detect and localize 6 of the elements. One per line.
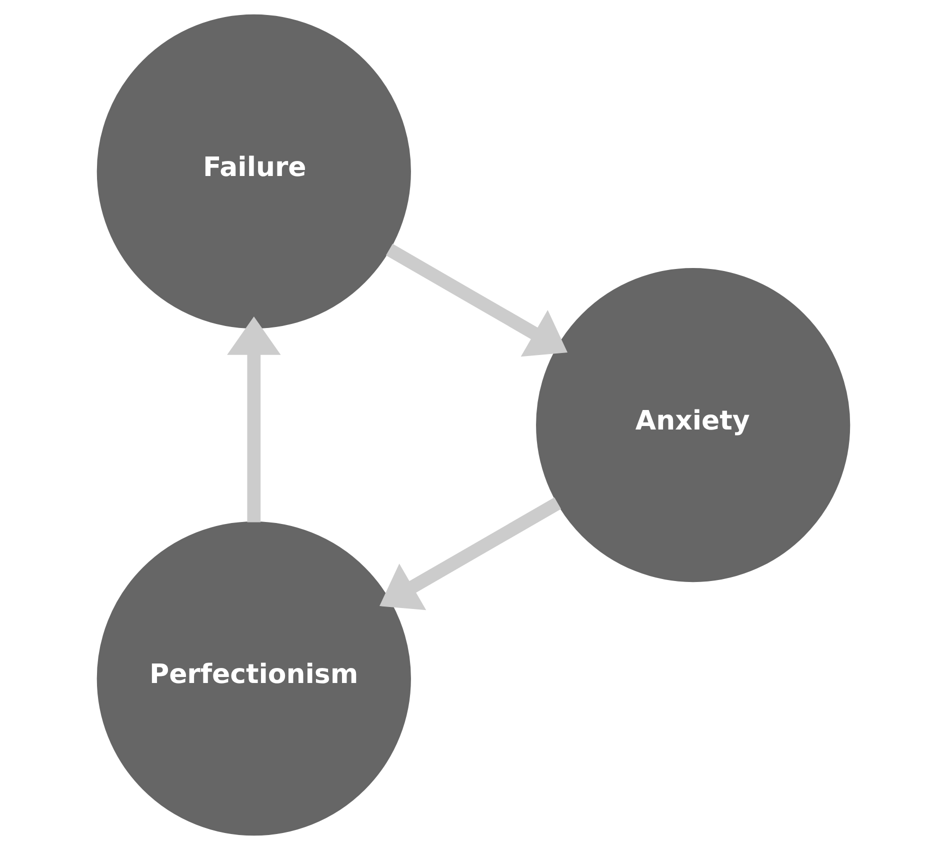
node-circle: Perfectionism: [96, 522, 411, 836]
arrow: [227, 316, 281, 522]
arrow: [379, 497, 562, 610]
node-circle: Failure: [96, 14, 411, 328]
arrow: [386, 244, 568, 357]
node-circle: Anxiety: [536, 268, 850, 582]
